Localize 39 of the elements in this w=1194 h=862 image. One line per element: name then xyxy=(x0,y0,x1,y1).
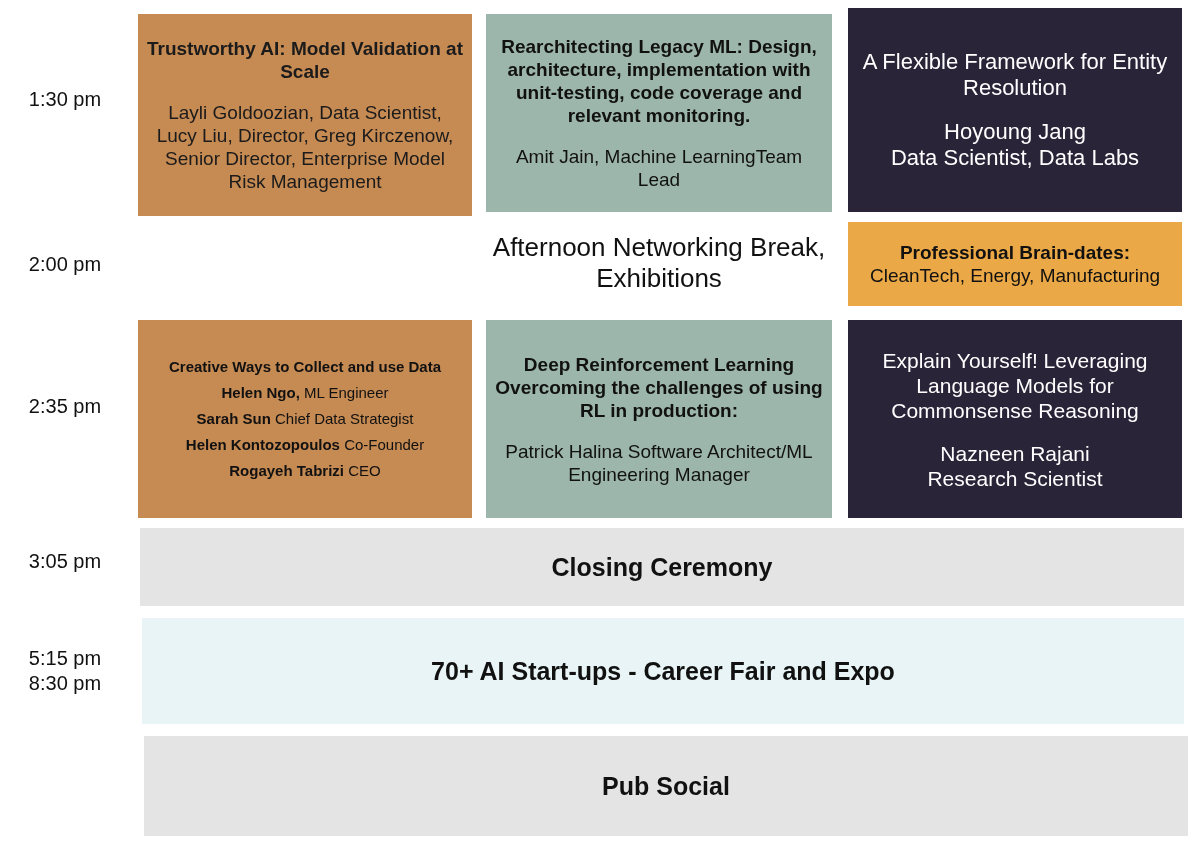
speaker-text: Sarah Sun Chief Data Strategist xyxy=(196,410,414,428)
break-text: Afternoon Networking Break, Exhibitions xyxy=(491,232,827,294)
time-label: 8:30 pm xyxy=(27,672,103,695)
session-card xyxy=(486,320,832,518)
session-card xyxy=(848,8,1182,212)
session-title: 70+ AI Start-ups - Career Fair and Expo xyxy=(431,656,895,686)
speaker-text: Patrick Halina Software Architect/ML Engineering Manager xyxy=(504,439,814,486)
session-card xyxy=(848,320,1182,518)
speaker-text: Research Scientist xyxy=(927,465,1103,491)
session-title: A Flexible Framework for Entity Resolution xyxy=(861,49,1169,101)
session-title: Professional Brain-dates: xyxy=(899,241,1131,264)
time-label: 2:35 pm xyxy=(27,395,103,418)
speaker-text: Layli Goldoozian, Data Scientist, Lucy Liu, Director, Greg Kirczenow, Senior Director, Enterprise Model Risk Management xyxy=(155,101,455,193)
time-label: 1:30 pm xyxy=(27,88,103,111)
event-band xyxy=(144,736,1188,836)
speaker-text: Nazneen Rajani xyxy=(940,440,1090,466)
speaker-text: Data Scientist, Data Labs xyxy=(890,145,1140,171)
session-card xyxy=(848,222,1182,306)
session-title: Trustworthy AI: Model Validation at Scale xyxy=(146,37,464,83)
speaker-text: Helen Kontozopoulos Co-Founder xyxy=(185,436,425,454)
speaker-text: Amit Jain, Machine LearningTeam Lead xyxy=(514,145,804,191)
speaker-text: Hoyoung Jang xyxy=(944,119,1086,145)
session-title: Pub Social xyxy=(602,771,730,801)
speaker-text: Helen Ngo, ML Engineer xyxy=(221,384,389,402)
session-title: Explain Yourself! Leveraging Language Models for Commonsense Reasoning xyxy=(881,347,1149,423)
session-title: Creative Ways to Collect and use Data xyxy=(169,358,441,376)
time-label: 5:15 pm xyxy=(27,647,103,670)
session-card xyxy=(486,14,832,212)
session-title: Deep Reinforcement Learning xyxy=(523,352,795,376)
time-label: 3:05 pm xyxy=(27,550,103,573)
time-label: 2:00 pm xyxy=(27,253,103,276)
session-title: Closing Ceremony xyxy=(551,552,773,582)
speaker-text: Overcoming the challenges of using RL in production: xyxy=(494,375,824,422)
session-title: Rearchitecting Legacy ML: Design, architecture, implementation with unit-testing, code coverage and relevant monitoring. xyxy=(500,35,818,127)
session-card xyxy=(138,320,472,518)
speaker-text: CleanTech, Energy, Manufacturing xyxy=(869,264,1161,287)
event-band xyxy=(140,528,1184,606)
speaker-text: Rogayeh Tabrizi CEO xyxy=(229,462,381,480)
session-card xyxy=(138,14,472,216)
